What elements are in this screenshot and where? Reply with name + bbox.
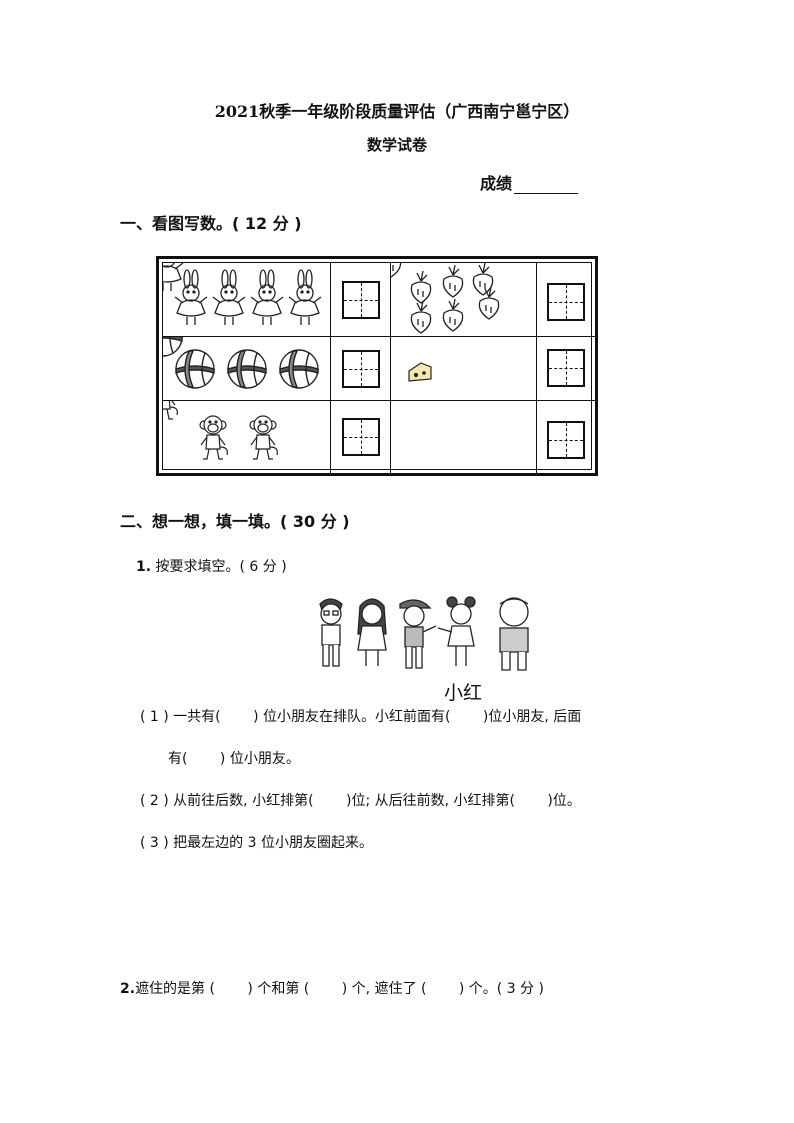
answer-cell-1 <box>331 263 391 337</box>
radish-cell <box>391 263 537 337</box>
monkey-cell <box>163 401 331 473</box>
q1-sub1-line1: ( 1 ) 一共有( ) 位小朋友在排队。小红前面有( )位小朋友, 后面 <box>140 709 582 725</box>
cheese-cell <box>391 337 537 401</box>
q2-number: 2. <box>120 981 136 997</box>
ball-icon <box>163 337 319 389</box>
answer-box[interactable] <box>342 281 380 319</box>
q1-number: 1. <box>136 559 152 575</box>
answer-cell-2 <box>537 263 597 337</box>
answer-box[interactable] <box>547 283 585 321</box>
grade-field: 成绩 <box>480 170 579 194</box>
empty-cell <box>391 401 537 473</box>
answer-cell-5 <box>331 401 391 473</box>
q2-text: 遮住的是第 ( ) 个和第 ( ) 个, 遮住了 ( ) 个。( 3 分 ) <box>135 981 544 997</box>
answer-cell-6 <box>537 401 597 473</box>
rabbit-cell <box>163 263 331 337</box>
answer-box[interactable] <box>547 421 585 459</box>
cheese-icon <box>408 362 432 382</box>
children-illustration <box>319 596 529 671</box>
q1-sub2: ( 2 ) 从前往后数, 小红排第( )位; 从后往前数, 小红排第( )位。 <box>140 793 581 809</box>
answer-box[interactable] <box>547 349 585 387</box>
q1-line: 1. 按要求填空。( 6 分 ) <box>136 556 287 576</box>
q1-text: 按要求填空。( 6 分 ) <box>155 559 287 575</box>
answer-box[interactable] <box>342 350 380 388</box>
answer-cell-4 <box>537 337 597 401</box>
picture-count-table <box>156 256 598 476</box>
section1-heading: 一、看图写数。( 12 分 ) <box>120 214 302 233</box>
grade-blank[interactable] <box>514 179 579 194</box>
q2-line: 2.遮住的是第 ( ) 个和第 ( ) 个, 遮住了 ( ) 个。( 3 分 ) <box>120 978 544 998</box>
monkey-icon <box>163 401 278 460</box>
answer-box[interactable] <box>342 418 380 456</box>
answer-cell-3 <box>331 337 391 401</box>
radish-icon <box>391 263 500 334</box>
exam-subtitle: 数学试卷 <box>366 136 427 154</box>
q1-sub3: ( 3 ) 把最左边的 3 位小朋友圈起来。 <box>140 835 373 851</box>
section2-heading: 二、想一想，填一填。( 30 分 ) <box>120 512 350 531</box>
rabbit-icon <box>163 263 322 326</box>
figure-label-xiaohong: 小红 <box>444 682 483 704</box>
grade-label: 成绩 <box>480 174 513 193</box>
exam-title: 2021秋季一年级阶段质量评估（广西南宁邕宁区） <box>214 102 580 121</box>
q1-sub1-line2: 有( ) 位小朋友。 <box>168 751 300 767</box>
ball-cell <box>163 337 331 401</box>
